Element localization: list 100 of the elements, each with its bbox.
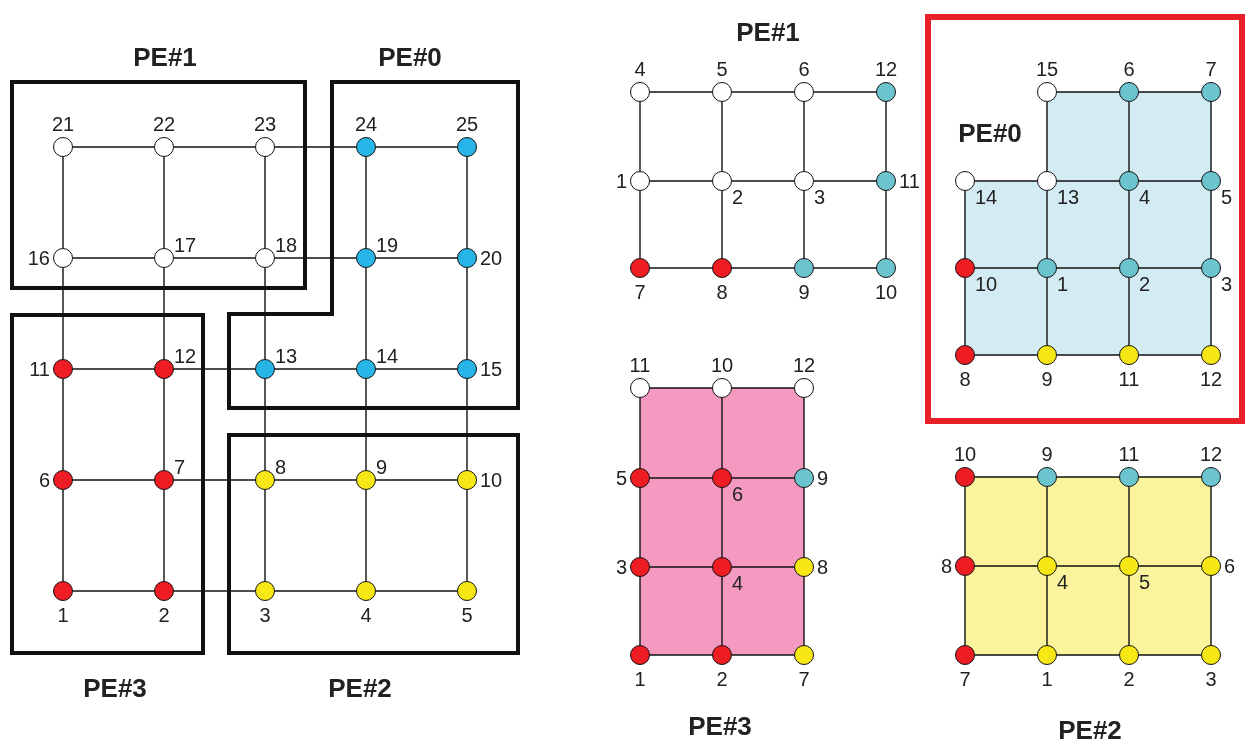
node-number: 1 xyxy=(615,171,627,191)
grid-line xyxy=(639,487,641,558)
grid-line xyxy=(466,156,468,249)
grid-line xyxy=(885,101,887,172)
mesh-title: PE#3 xyxy=(688,713,752,739)
grid-line xyxy=(1056,565,1120,567)
grid-line xyxy=(639,101,641,172)
grid-line xyxy=(62,378,64,471)
mesh-node xyxy=(794,82,814,102)
node-number: 11 xyxy=(29,359,50,379)
node-number: 5 xyxy=(716,59,728,79)
grid-line xyxy=(1138,354,1202,356)
grid-line xyxy=(731,566,795,568)
grid-line xyxy=(721,190,723,259)
grid-line xyxy=(62,156,64,249)
node-number: 12 xyxy=(1199,369,1223,389)
mesh-node xyxy=(1119,467,1139,487)
grid-line xyxy=(1056,180,1120,182)
node-number: 10 xyxy=(710,355,734,375)
grid-line xyxy=(375,257,458,259)
mesh-node xyxy=(955,467,975,487)
grid-line xyxy=(885,190,887,259)
grid-line xyxy=(62,489,64,582)
node-number: 24 xyxy=(354,114,378,134)
node-number: 23 xyxy=(253,114,277,134)
grid-line xyxy=(721,101,723,172)
grid-line xyxy=(375,590,458,592)
grid-line xyxy=(365,267,367,360)
mesh-node xyxy=(154,137,174,157)
grid-line xyxy=(72,146,155,148)
grid-line xyxy=(649,180,713,182)
grid-line xyxy=(72,590,155,592)
grid-line xyxy=(731,387,795,389)
mesh-node xyxy=(356,248,376,268)
grid-line xyxy=(1138,476,1202,478)
grid-line xyxy=(1210,486,1212,557)
node-number: 7 xyxy=(174,457,186,477)
node-number: 15 xyxy=(480,359,503,379)
node-number: 10 xyxy=(975,274,998,294)
node-number: 10 xyxy=(480,470,503,490)
grid-line xyxy=(264,378,266,471)
grid-line xyxy=(1046,190,1048,259)
node-number: 2 xyxy=(158,605,170,625)
grid-line xyxy=(1056,654,1120,656)
grid-line xyxy=(1210,101,1212,172)
node-number: 1 xyxy=(1057,274,1069,294)
grid-line xyxy=(649,387,713,389)
grid-line xyxy=(974,180,1038,182)
mesh-node xyxy=(457,248,477,268)
mesh-node xyxy=(630,557,650,577)
mesh-node xyxy=(1119,645,1139,665)
grid-line xyxy=(813,267,877,269)
partition-label: PE#1 xyxy=(133,44,197,70)
grid-line xyxy=(365,378,367,471)
node-number: 3 xyxy=(814,187,826,207)
node-number: 1 xyxy=(1041,669,1053,689)
grid-line xyxy=(466,489,468,582)
node-number: 3 xyxy=(1205,669,1217,689)
node-number: 13 xyxy=(1057,187,1080,207)
node-number: 12 xyxy=(874,59,898,79)
grid-line xyxy=(1138,91,1202,93)
grid-line xyxy=(731,477,795,479)
node-number: 19 xyxy=(376,235,399,255)
mesh-node xyxy=(154,470,174,490)
mesh-node xyxy=(794,378,814,398)
mesh-node xyxy=(876,258,896,278)
mesh-node xyxy=(794,171,814,191)
node-number: 14 xyxy=(376,346,399,366)
grid-line xyxy=(1056,354,1120,356)
grid-line xyxy=(1210,575,1212,646)
mesh-node xyxy=(154,359,174,379)
node-number: 9 xyxy=(376,457,388,477)
grid-line xyxy=(974,354,1038,356)
mesh-node xyxy=(1201,82,1221,102)
mesh-node xyxy=(255,248,275,268)
grid-line xyxy=(964,190,966,259)
node-number: 8 xyxy=(959,369,971,389)
grid-line xyxy=(173,479,256,481)
grid-line xyxy=(803,190,805,259)
mesh-node xyxy=(1119,82,1139,102)
mesh-node xyxy=(356,470,376,490)
mesh-node xyxy=(1201,467,1221,487)
grid-line xyxy=(1056,476,1120,478)
node-number: 4 xyxy=(1057,572,1069,592)
grid-line xyxy=(1056,267,1120,269)
grid-line xyxy=(1138,267,1202,269)
grid-line xyxy=(639,190,641,259)
grid-line xyxy=(375,368,458,370)
node-number: 6 xyxy=(732,484,744,504)
node-number: 1 xyxy=(57,605,69,625)
grid-line xyxy=(649,654,713,656)
node-number: 5 xyxy=(1221,187,1233,207)
grid-line xyxy=(163,489,165,582)
grid-line xyxy=(649,477,713,479)
mesh-node xyxy=(1201,645,1221,665)
grid-line xyxy=(803,397,805,469)
grid-line xyxy=(1056,91,1120,93)
grid-line xyxy=(731,91,795,93)
mesh-node xyxy=(794,468,814,488)
partition-label: PE#3 xyxy=(83,675,147,701)
